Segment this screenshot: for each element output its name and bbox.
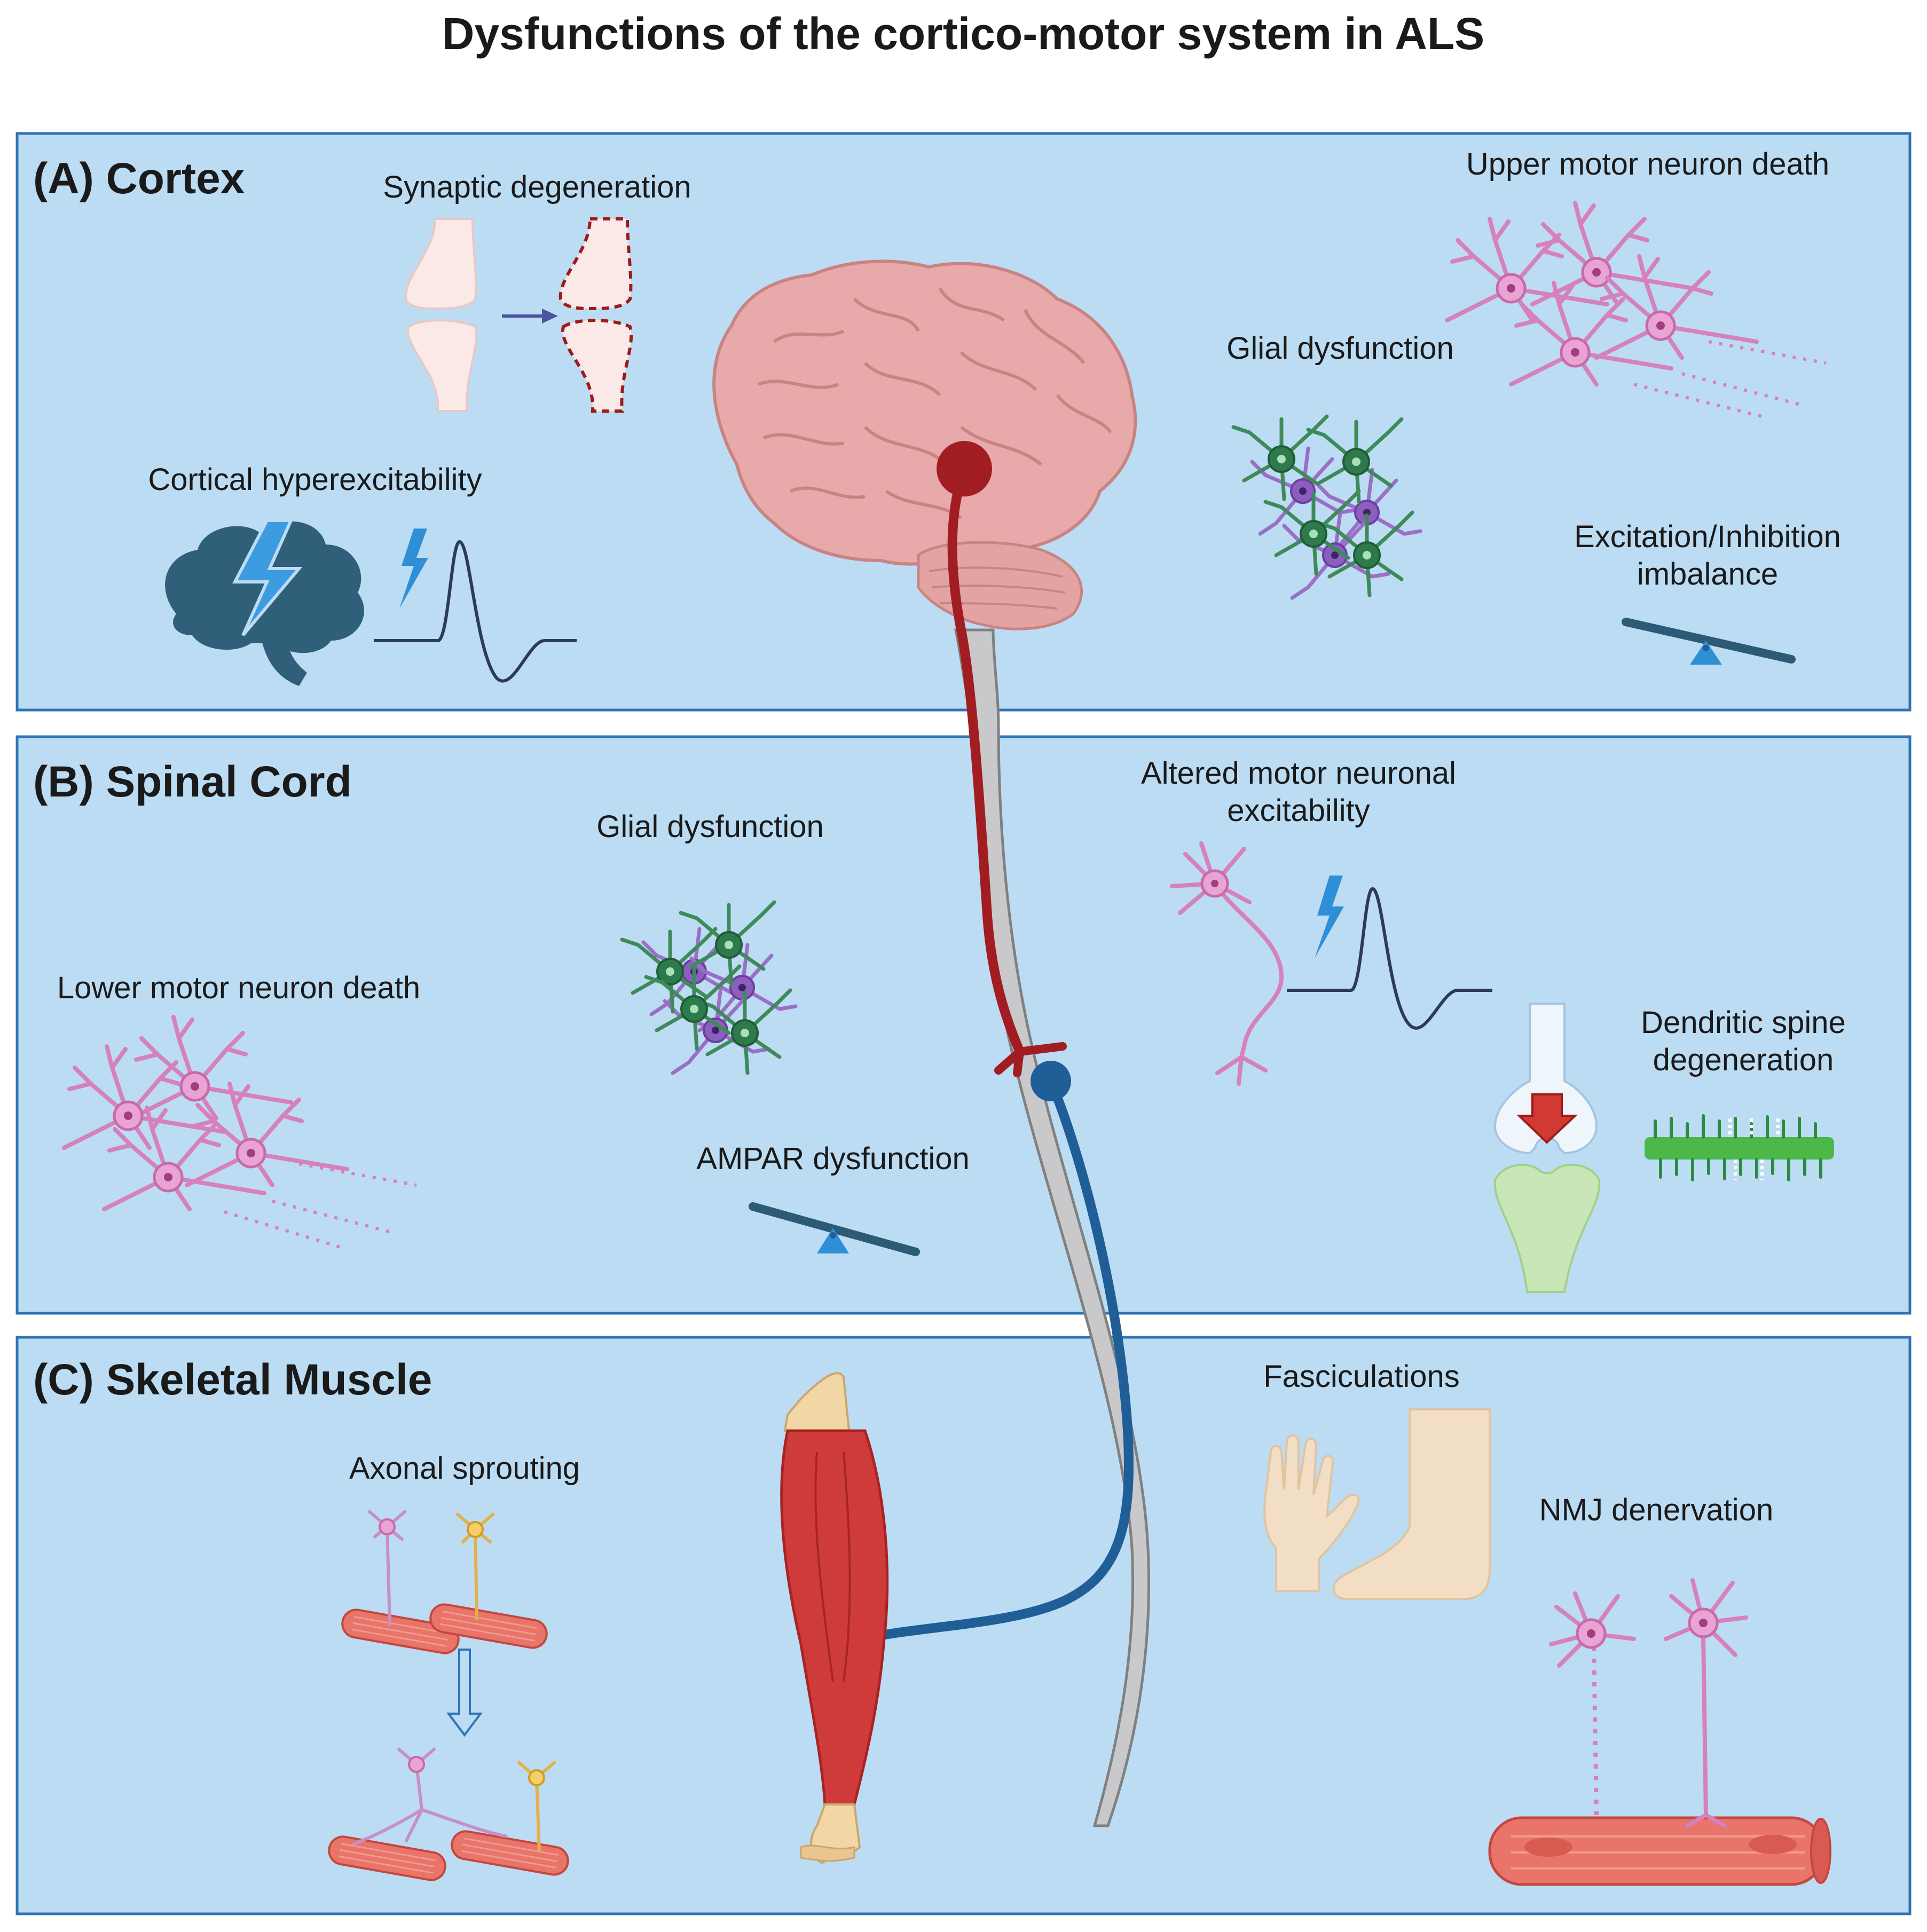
panel-spinal-cord xyxy=(15,735,1912,1315)
label-fasciculations: Fasciculations xyxy=(1263,1359,1459,1394)
brain-illustration-icon xyxy=(712,259,1137,630)
label-ei-imbalance-line1: Excitation/Inhibition xyxy=(1574,519,1841,554)
motor-neuron-excitability-icon xyxy=(1170,841,1284,1086)
leg-muscle-illustration-icon xyxy=(780,1372,889,1865)
balance-seesaw-spinal-icon xyxy=(749,1202,920,1256)
label-altered-excitability-line1: Altered motor neuronal xyxy=(1141,756,1456,791)
panel-heading-skeletal-muscle: (C) Skeletal Muscle xyxy=(33,1355,432,1404)
label-synaptic-degeneration: Synaptic degeneration xyxy=(383,170,691,204)
label-glial-dysfunction-cortex: Glial dysfunction xyxy=(1226,331,1454,366)
panel-heading-cortex: (A) Cortex xyxy=(33,154,245,203)
lower-motor-neuron-death-icon xyxy=(64,1017,417,1251)
synapse-healthy-icon xyxy=(404,218,478,412)
arrow-right-icon xyxy=(502,309,558,324)
axonal-sprouting-before-icon xyxy=(339,1509,550,1657)
label-axonal-sprouting: Axonal sprouting xyxy=(349,1451,580,1486)
axonal-sprouting-after-icon xyxy=(326,1747,571,1883)
label-dendritic-spine-line1: Dendritic spine xyxy=(1641,1005,1846,1040)
arrow-down-icon xyxy=(446,1649,483,1737)
synapse-degenerated-icon xyxy=(559,217,633,413)
balance-seesaw-cortex-icon xyxy=(1622,618,1796,665)
figure-title: Dysfunctions of the cortico-motor system… xyxy=(442,9,1484,59)
label-ampar-dysfunction: AMPAR dysfunction xyxy=(696,1141,969,1176)
dendritic-spine-degeneration-icon xyxy=(1645,1114,1834,1181)
label-dendritic-spine-line2: degeneration xyxy=(1653,1043,1834,1077)
upper-motor-pathway xyxy=(937,441,1067,1077)
action-potential-trace-icon xyxy=(374,540,577,683)
label-lower-motor-neuron-death: Lower motor neuron death xyxy=(57,971,420,1005)
hyperexcitable-brain-icon xyxy=(165,519,364,686)
label-glial-dysfunction-spinal: Glial dysfunction xyxy=(596,809,824,844)
label-nmj-denervation: NMJ denervation xyxy=(1539,1493,1773,1527)
lower-motor-neuron-soma xyxy=(1031,1061,1071,1101)
action-potential-trace-spinal-icon xyxy=(1287,887,1492,1030)
hand-icon xyxy=(1263,1434,1360,1592)
lightning-bolt-spinal-icon xyxy=(1315,876,1344,958)
label-ei-imbalance-line2: imbalance xyxy=(1637,557,1778,592)
upper-motor-neuron-death-icon xyxy=(1447,203,1827,418)
ampa-synapse-icon xyxy=(1493,1003,1601,1293)
foot-icon xyxy=(1332,1408,1491,1600)
label-cortical-hyperexcitability: Cortical hyperexcitability xyxy=(148,462,482,497)
panel-heading-spinal-cord: (B) Spinal Cord xyxy=(33,758,352,806)
upper-motor-neuron-soma xyxy=(937,441,992,496)
label-upper-motor-neuron-death: Upper motor neuron death xyxy=(1466,147,1829,182)
label-altered-excitability-line2: excitability xyxy=(1227,793,1370,828)
lightning-bolt-icon xyxy=(399,529,428,609)
nmj-denervation-icon xyxy=(1488,1578,1831,1886)
